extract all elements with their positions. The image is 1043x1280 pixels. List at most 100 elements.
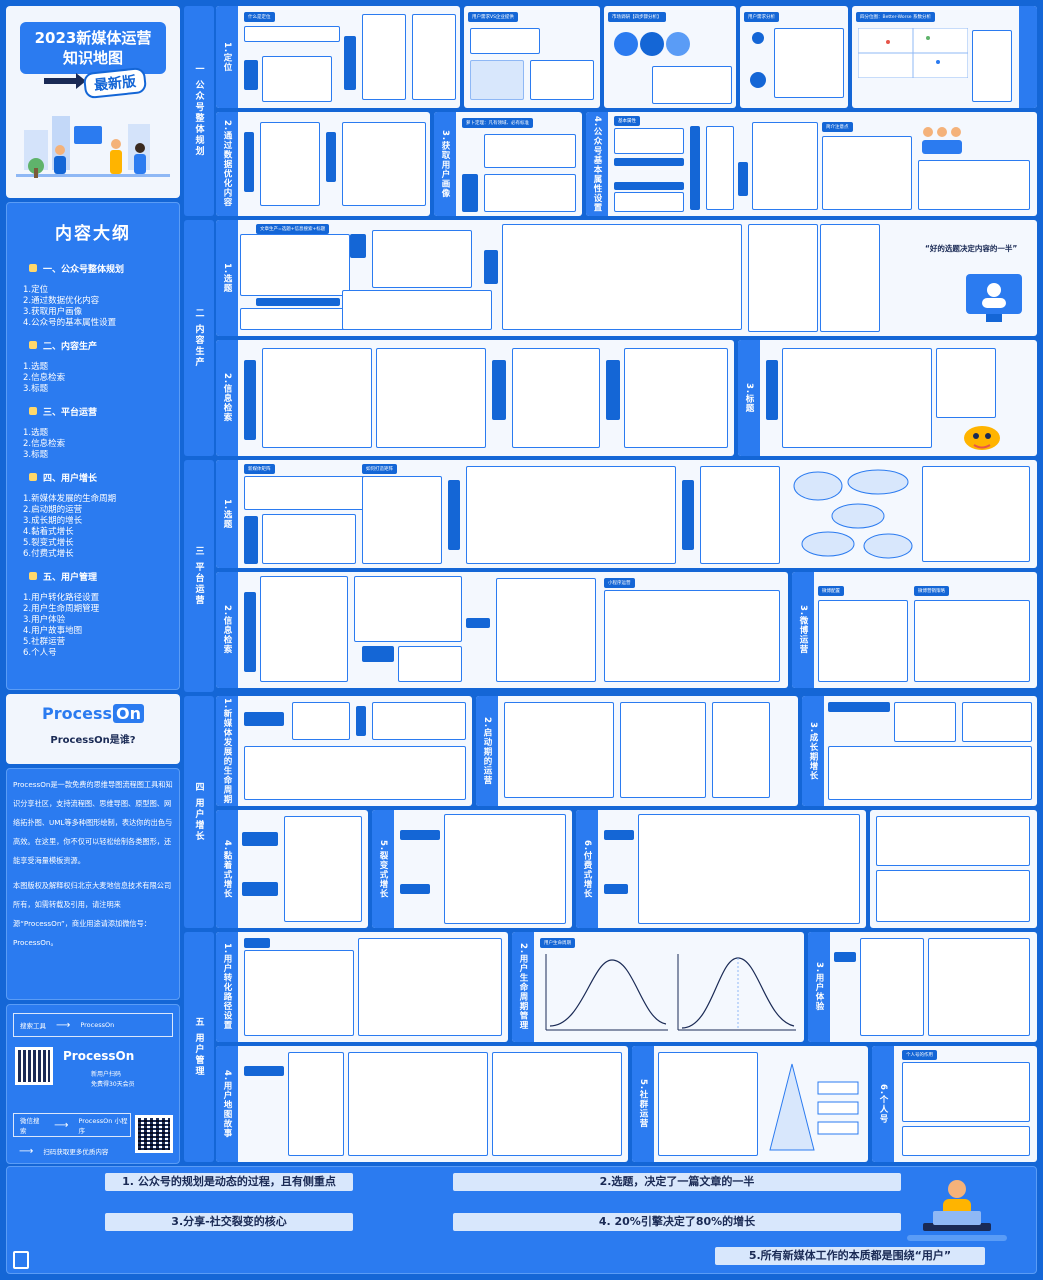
node	[492, 360, 506, 420]
hero-title: 2023新媒体运营 知识地图	[20, 22, 166, 74]
tile-label: 5.社群运营	[632, 1046, 654, 1162]
node	[492, 1052, 622, 1156]
outline-item: 1.选题	[23, 362, 49, 372]
tile-label: 2.信息检索	[216, 340, 238, 456]
node	[260, 576, 348, 682]
market-circles	[614, 32, 690, 56]
scan-line2: 免费得30天会员	[91, 1081, 135, 1088]
promo-panel: 搜索工具⟶ProcessOn ProcessOn 新用户扫码 免费得30天会员 …	[6, 1004, 180, 1164]
node	[748, 224, 818, 332]
outline-head: 二、内容生产	[43, 342, 98, 352]
quote: “好的选题决定内容的一半”	[925, 244, 1018, 253]
person-laptop-illustration	[907, 1180, 1007, 1241]
outline-title: 内容大纲	[55, 224, 131, 244]
outline-item: 2.信息检索	[23, 439, 66, 449]
node	[484, 134, 576, 168]
tile-paid-2	[870, 810, 1037, 928]
plant-icon	[29, 572, 37, 580]
node: 微博配置	[818, 586, 844, 596]
node	[484, 250, 498, 284]
node	[922, 466, 1030, 562]
node	[244, 938, 270, 948]
node	[918, 160, 1030, 210]
outline-section: 二、内容生产 1.选题 2.信息检索 3.标题	[7, 339, 179, 395]
node	[614, 182, 684, 190]
scan-line1: 新用户扫码	[91, 1071, 122, 1078]
node	[466, 618, 490, 628]
node	[240, 234, 350, 296]
tile-experience: 3.用户体验	[808, 932, 1037, 1042]
node	[284, 816, 362, 922]
node	[444, 814, 566, 924]
outline-item: 2.启动期的运营	[23, 505, 83, 515]
node	[638, 814, 860, 924]
outline-item: 3.用户体验	[23, 615, 66, 625]
quadrant-chart	[858, 28, 968, 78]
version-badge: 最新版	[82, 66, 148, 100]
outline-item: 3.标题	[23, 450, 49, 460]
outline-section: 四、用户增长 1.新媒体发展的生命周期 2.启动期的运营 3.成长期的增长 4.…	[7, 471, 179, 560]
outline-item: 2.信息检索	[23, 373, 66, 383]
tile-label: 2.启动期的运营	[476, 696, 498, 806]
node	[774, 28, 844, 98]
logo-on: On	[113, 704, 144, 723]
outline-section: 三、平台运营 1.选题 2.信息检索 3.标题	[7, 405, 179, 461]
node	[496, 578, 596, 682]
hero-title-line1: 2023新媒体运营	[34, 29, 152, 47]
outline-item: 1.用户转化路径设置	[23, 593, 100, 603]
node	[242, 882, 278, 896]
tile-weibo: 3.微博运营 微博配置 微博营销策略	[792, 572, 1037, 688]
node	[326, 132, 336, 182]
node	[914, 600, 1030, 682]
summary-item: 3.分享-社交裂变的核心	[105, 1213, 353, 1231]
node	[262, 348, 372, 448]
node	[372, 702, 466, 740]
desc-paragraph: 本图版权及解释权归北京大麦地信息技术有限公司所有，如需转载及引用，请注明来源“P…	[13, 881, 172, 947]
node	[262, 514, 356, 564]
node: 用户需求VS企业提供	[468, 12, 518, 22]
tile-title: 3.标题	[738, 340, 1037, 456]
node	[876, 816, 1030, 866]
mini-program-row[interactable]: 微信搜索⟶ProcessOn 小程序	[13, 1113, 131, 1137]
tile-sticky: 4.黏着式增长	[216, 810, 368, 928]
node	[256, 298, 340, 306]
arrow-right-icon: ⟶	[19, 1145, 34, 1157]
node	[244, 60, 258, 90]
node	[752, 122, 818, 210]
outline-item: 6.付费式增长	[23, 549, 74, 559]
outline-item: 6.个人号	[23, 648, 57, 658]
mini-target: ProcessOn 小程序	[78, 1117, 128, 1135]
node	[782, 348, 932, 448]
arrow-right-icon: ⟶	[54, 1119, 69, 1131]
tile-search2: 2.信息检索 小程序运营	[216, 572, 788, 688]
node	[262, 56, 332, 102]
node	[766, 360, 778, 420]
lifecycle-curves	[545, 954, 796, 1031]
tile-info-search: 2.信息检索	[216, 340, 734, 456]
node	[342, 122, 426, 206]
tile-better-worse: 四分位图：Better-Worse 系数分析	[852, 6, 1037, 108]
pyramid-diagram	[769, 1063, 859, 1151]
tile-label: 1.选题	[216, 220, 238, 336]
node: 什么是定位	[244, 12, 275, 22]
node	[362, 646, 394, 662]
node	[604, 590, 780, 682]
node	[466, 466, 676, 564]
desc-paragraph: ProcessOn是一款免费的思维导图流程图工具和知识分享社区，支持流程图、思维…	[13, 780, 173, 865]
node	[860, 938, 924, 1036]
node: 用户需求分析	[744, 12, 779, 22]
outline-section: 一、公众号整体规划 1.定位 2.通过数据优化内容 3.获取用户画像 4.公众号…	[7, 262, 179, 329]
outline-item: 1.新媒体发展的生命周期	[23, 494, 117, 504]
tile-label: 3.成长期增长	[802, 696, 824, 806]
node	[614, 192, 684, 212]
node	[244, 950, 354, 1036]
node	[624, 348, 728, 448]
node	[362, 476, 442, 564]
node: 简介注意点	[822, 122, 853, 132]
scan-logo: ProcessOn	[63, 1049, 134, 1063]
search-tool-row[interactable]: 搜索工具⟶ProcessOn	[13, 1013, 173, 1037]
tile-fission: 5.裂变式增长	[372, 810, 572, 928]
node	[358, 938, 502, 1036]
processon-description: ProcessOn是一款免费的思维导图流程图工具和知识分享社区，支持流程图、思维…	[6, 768, 180, 1000]
